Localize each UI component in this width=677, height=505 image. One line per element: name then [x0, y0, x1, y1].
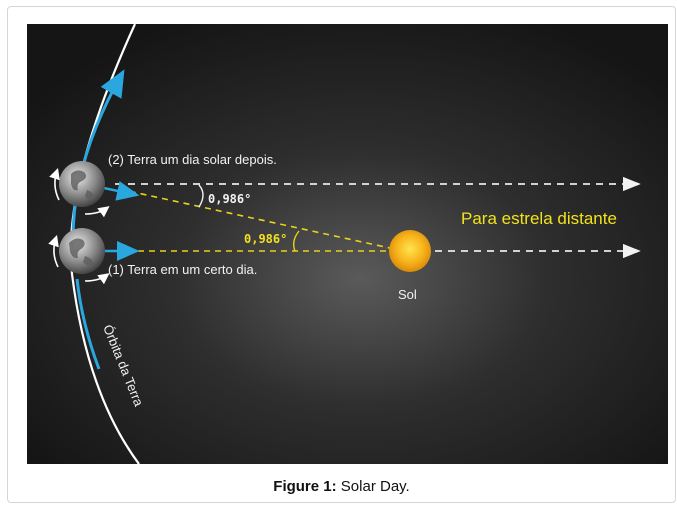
rotation-arrow-icon — [48, 234, 59, 268]
sun-line-top — [118, 188, 400, 251]
rotation-arrow-icon — [84, 206, 110, 218]
sun — [389, 230, 431, 272]
caption-text: Solar Day. — [340, 478, 410, 495]
rotation-arrow-icon — [49, 167, 60, 201]
distant-star-label: Para estrela distante — [461, 209, 617, 228]
globe-icon — [59, 228, 105, 274]
solar-day-diagram: (2) Terra um dia solar depois. (1) Terra… — [27, 24, 668, 464]
caption-label: Figure 1: — [273, 478, 337, 495]
earth-1-label: (1) Terra em um certo dia. — [108, 262, 257, 277]
angle-arc-top — [198, 184, 204, 208]
earth-2-label: (2) Terra um dia solar depois. — [108, 152, 277, 167]
figure-caption: Figure 1: Solar Day. — [7, 478, 676, 495]
orbit-arc-blue-lower — [75, 278, 101, 370]
angle-label-top: 0,986° — [208, 192, 251, 206]
angle-label-bottom: 0,986° — [244, 232, 287, 246]
globe-icon — [59, 161, 105, 207]
orbit-line — [69, 24, 140, 464]
sun-label: Sol — [398, 287, 417, 302]
angle-arc-bottom — [292, 230, 300, 252]
earth-1 — [48, 228, 110, 285]
rotation-arrow-icon — [84, 273, 110, 285]
earth-2 — [49, 161, 110, 218]
orbit-arc-blue — [71, 69, 125, 240]
diagram-background — [27, 24, 668, 464]
